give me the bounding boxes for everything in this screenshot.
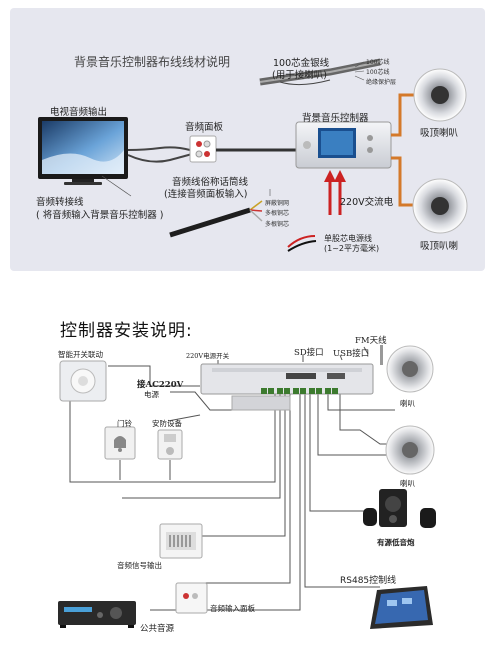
speaker-image-b (385, 425, 435, 475)
audio-input-panel-image (175, 582, 208, 614)
power-switch-label: 220V电源开关 (186, 352, 230, 360)
ceiling-speaker-2 (412, 178, 468, 234)
public-source-label: 公共音源 (140, 624, 175, 634)
subwoofer-label: 有源低音炮 (377, 538, 415, 547)
cable-core-label-1: 100芯线 (366, 59, 390, 66)
doorbell-image (104, 426, 136, 460)
security-device-image (157, 429, 183, 460)
ceiling-speaker-1 (413, 68, 467, 122)
wiring-lines (69, 346, 395, 611)
speaker-1-label: 吸顶喇叭 (420, 128, 459, 139)
audio-output-label: 音频信号输出 (117, 561, 162, 570)
power-cable-title: 单股芯电源线 (324, 234, 372, 243)
ac220-label-2: 电源 (144, 390, 159, 399)
mic-cable-tag-2: 多根铜芯 (265, 210, 290, 217)
rs485-touch-panel-image (370, 586, 433, 629)
cable-insulation-label: 绝缘保护层 (366, 79, 397, 86)
rs485-label: RS485控制线 (340, 576, 397, 586)
mic-cable-tag-1: 屏蔽铜网 (265, 200, 290, 207)
ac220-label-1: 接AC220V (137, 380, 184, 390)
usb-port-label: USB接口 (333, 349, 370, 359)
mic-cable-tag-3: 多根铜芯 (265, 221, 290, 228)
audio-panel-image (189, 135, 217, 163)
converter-title: 音频转接线 (36, 197, 84, 208)
wiring-title: 背景音乐控制器布线线材说明 (74, 55, 231, 69)
tv-audio-output-label: 电视音频输出 (50, 107, 108, 118)
audio-output-panel-image (159, 523, 203, 559)
speaker-image-a (386, 345, 434, 393)
controller-module (200, 345, 383, 411)
controller-label: 背景音乐控制器 (302, 113, 369, 124)
cable-core-label-2: 100芯线 (366, 69, 390, 76)
audio-input-panel-label: 音频输入面板 (210, 604, 255, 613)
cable-100-note: (用于接喇叭) (272, 70, 327, 81)
controller-image (295, 121, 392, 169)
smart-switch-label: 智能开关联动 (58, 350, 103, 359)
public-source-amplifier-image (58, 601, 136, 628)
tv-image (38, 117, 128, 185)
audio-panel-label: 音频面板 (185, 122, 224, 133)
speaker-b-label: 喇叭 (400, 479, 415, 488)
smart-switch-image (59, 360, 107, 402)
ac-power-arrows (324, 170, 346, 215)
sd-port-label: SD接口 (294, 348, 324, 358)
fm-antenna-label: FM天线 (355, 336, 387, 346)
power-cable-note: (1~2平方毫米) (324, 244, 380, 253)
installation-title: 控制器安装说明: (60, 321, 193, 341)
subwoofer-image (363, 489, 436, 528)
security-label: 安防设备 (152, 419, 182, 428)
audio-line-title: 音频线俗称话筒线 (172, 177, 249, 188)
speaker-a-label: 喇叭 (400, 399, 415, 408)
converter-note: ( 将音频输入背景音乐控制器 ) (36, 210, 164, 221)
cable-100-label: 100芯金银线 (273, 58, 330, 69)
audio-line-note: (连接音频面板输入) (164, 189, 248, 200)
doorbell-label: 门铃 (117, 419, 132, 428)
ac-power-label: 220V交流电 (340, 197, 394, 208)
speaker-2-label: 吸顶叭喇 (420, 241, 459, 252)
